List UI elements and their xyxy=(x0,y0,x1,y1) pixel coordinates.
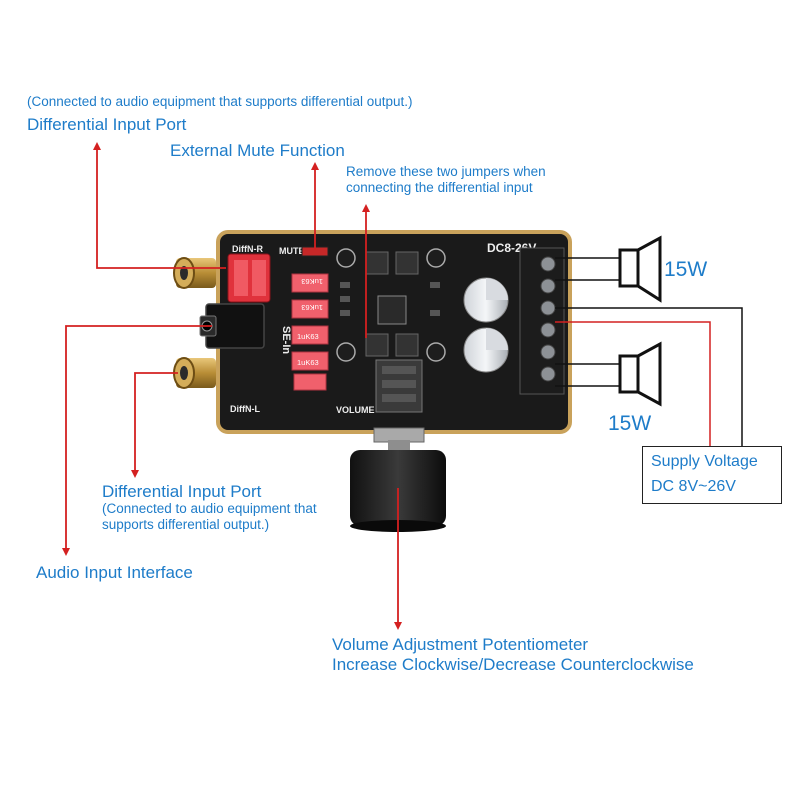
speaker-bottom-power: 15W xyxy=(608,412,652,435)
volume-label-line2: Increase Clockwise/Decrease Counterclock… xyxy=(332,655,694,674)
screw-terminal-block[interactable] xyxy=(519,247,565,395)
supply-line1: Supply Voltage xyxy=(651,453,758,470)
smd-resistor-3 xyxy=(340,310,350,316)
svg-text:1uK63: 1uK63 xyxy=(297,358,319,367)
smd-resistor-1 xyxy=(340,282,350,288)
diff-top-note: (Connected to audio equipment that suppo… xyxy=(27,94,413,109)
red-jumper-upper xyxy=(234,260,248,296)
film-capacitor-4: 1uK63 xyxy=(291,351,329,371)
inductor-1 xyxy=(365,251,389,275)
supply-line2: DC 8V~26V xyxy=(651,478,736,495)
inductor-4 xyxy=(395,333,419,357)
arrow-audio-input xyxy=(62,325,212,556)
silk-mute: MUTE xyxy=(279,246,305,256)
arrow-diff-top xyxy=(93,142,226,269)
callout-arrows xyxy=(62,142,402,630)
small-cap-2 xyxy=(426,248,446,268)
svg-text:1uK63: 1uK63 xyxy=(297,332,319,341)
amplifier-chip xyxy=(377,295,407,325)
power-wire-red xyxy=(555,321,711,446)
red-jumper-lower xyxy=(252,260,266,296)
large-capacitor-2 xyxy=(463,327,509,373)
smd-resistor-2 xyxy=(340,296,350,302)
small-cap-1 xyxy=(336,248,356,268)
diff-top-title: Differential Input Port xyxy=(27,115,187,134)
diff-bottom-note-line2: supports differential output.) xyxy=(102,517,270,532)
small-cap-3 xyxy=(336,342,356,362)
arrow-diff-bottom xyxy=(131,372,178,478)
film-capacitor-1: 1uK63 xyxy=(291,273,329,293)
film-capacitor-5 xyxy=(293,373,327,391)
film-capacitor-3: 1uK63 xyxy=(291,325,329,345)
pot-shaft-nut xyxy=(373,427,425,443)
supply-voltage-box: Supply Voltage DC 8V~26V xyxy=(642,446,782,504)
speaker-wires xyxy=(555,257,743,446)
smd-resistor-4 xyxy=(430,282,440,288)
inductor-3 xyxy=(365,333,389,357)
diff-bottom-note-line1: (Connected to audio equipment that xyxy=(102,501,317,516)
film-capacitor-2: 1uK63 xyxy=(291,299,329,319)
jumpers-note-line2: connecting the differential input xyxy=(346,180,533,195)
silk-se-in: SE-In xyxy=(280,326,292,354)
silk-volume: VOLUME xyxy=(336,405,375,415)
silk-diffn-r: DiffN-R xyxy=(232,244,263,254)
rca-jack-top[interactable] xyxy=(173,257,216,289)
speaker-top-power: 15W xyxy=(664,258,708,281)
rca-jack-bottom[interactable] xyxy=(173,357,216,389)
diff-bottom-title: Differential Input Port xyxy=(102,482,262,501)
svg-text:1uK63: 1uK63 xyxy=(301,277,323,286)
svg-text:1uK63: 1uK63 xyxy=(301,303,323,312)
volume-label-line1: Volume Adjustment Potentiometer xyxy=(332,635,589,654)
inductor-2 xyxy=(395,251,419,275)
amplifier-board: DiffN-R MUTE DC8-26V DiffN-L VOLUME SE-I… xyxy=(173,230,572,532)
silk-diffn-l: DiffN-L xyxy=(230,404,260,414)
jumpers-note-line1: Remove these two jumpers when xyxy=(346,164,546,179)
small-cap-4 xyxy=(426,342,446,362)
speaker-bottom-icon xyxy=(618,341,662,407)
pot-shaft xyxy=(388,440,410,452)
mute-label: External Mute Function xyxy=(170,141,345,160)
audio-input-label: Audio Input Interface xyxy=(36,563,193,582)
speaker-top-icon xyxy=(618,235,662,303)
large-capacitor-1 xyxy=(463,277,509,323)
smd-resistor-5 xyxy=(430,310,440,316)
